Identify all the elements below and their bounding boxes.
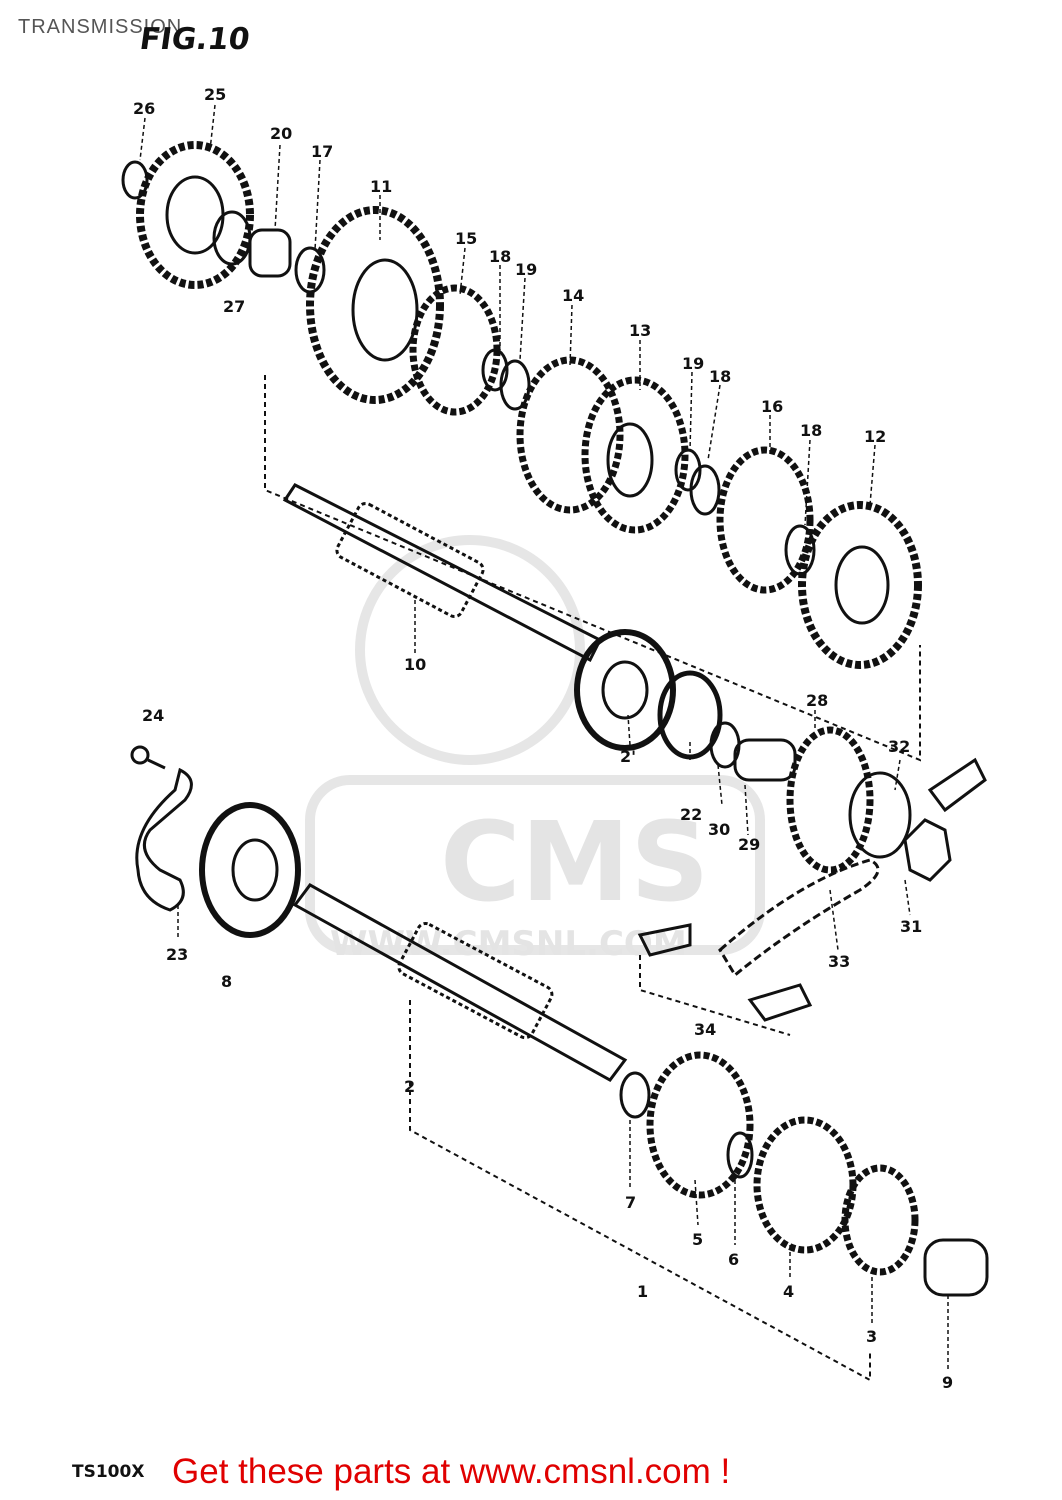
callout-14: 14	[562, 286, 584, 305]
gear-25	[136, 141, 254, 289]
watermark-brand: CMS	[440, 798, 709, 926]
callout-18-b: 18	[709, 367, 731, 386]
callout-34: 34	[694, 1020, 716, 1039]
callout-12: 12	[864, 427, 886, 446]
gear-5	[646, 1051, 754, 1199]
callout-23: 23	[166, 945, 188, 964]
stopper-plate-23	[135, 767, 193, 912]
drive-shaft-2	[292, 883, 628, 1082]
callout-28: 28	[806, 691, 828, 710]
callout-9: 9	[942, 1373, 953, 1392]
gear-4	[753, 1116, 857, 1254]
callout-15: 15	[455, 229, 477, 248]
callout-7: 7	[625, 1193, 636, 1212]
circlip-19-a	[499, 359, 531, 411]
callout-17: 17	[311, 142, 333, 161]
gear-16	[716, 446, 814, 594]
gear-15	[409, 284, 501, 416]
callout-32: 32	[888, 737, 910, 756]
gear-11	[306, 206, 444, 404]
sprocket-28	[786, 726, 874, 874]
washer-32	[848, 771, 912, 859]
circlip-19-b	[674, 448, 702, 492]
callout-5: 5	[692, 1230, 703, 1249]
nut-31	[903, 818, 952, 882]
callout-3: 3	[866, 1327, 877, 1346]
group-bracket-upper	[264, 375, 921, 762]
page-title: TRANSMISSION	[18, 16, 183, 38]
cta-link[interactable]: Get these parts at www.cmsnl.com !	[172, 1452, 731, 1491]
callout-11: 11	[370, 177, 392, 196]
callout-29: 29	[738, 835, 760, 854]
washer-6	[726, 1131, 754, 1179]
watermark-url: WWW.CMSNL.COM	[330, 924, 687, 964]
callout-24: 24	[142, 706, 164, 725]
callout-4: 4	[783, 1282, 794, 1301]
callout-18-a: 18	[489, 247, 511, 266]
callout-25: 25	[204, 85, 226, 104]
callout-19-b: 19	[682, 354, 704, 373]
callout-1: 1	[637, 1282, 648, 1301]
circlip-26	[121, 160, 149, 200]
group-bracket-lower	[409, 1000, 871, 1382]
bearing-20	[248, 228, 292, 278]
bearing-8	[199, 802, 301, 938]
callout-21: 2'	[620, 747, 636, 766]
cms-watermark: CMS WWW.CMSNL.COM	[305, 535, 765, 964]
gear-12	[798, 501, 922, 669]
washer-18-a	[481, 348, 509, 392]
callout-20: 20	[270, 124, 292, 143]
bearing-9	[923, 1238, 989, 1297]
model-code: TS100X	[72, 1462, 145, 1482]
spacer-29	[733, 738, 797, 782]
callout-6: 6	[728, 1250, 739, 1269]
callout-18-c: 18	[800, 421, 822, 440]
circlip-7	[619, 1071, 651, 1119]
bearing-21	[574, 629, 676, 751]
drive-chain-33	[718, 858, 880, 978]
callout-8: 8	[221, 972, 232, 991]
chain-joint-34	[637, 923, 692, 957]
lock-tab-32	[927, 757, 987, 813]
callout-30: 30	[708, 820, 730, 839]
callout-16: 16	[761, 397, 783, 416]
washer-18-b	[689, 464, 721, 516]
bolt-24	[130, 745, 150, 765]
gear-13	[581, 376, 689, 534]
gear-14	[516, 356, 624, 514]
callout-2: 2	[404, 1077, 415, 1096]
callout-31: 31	[900, 917, 922, 936]
callout-22: 22	[680, 805, 702, 824]
callout-19-a: 19	[515, 260, 537, 279]
gear-3	[841, 1164, 919, 1276]
callout-26: 26	[133, 99, 155, 118]
callout-33: 33	[828, 952, 850, 971]
callout-13: 13	[629, 321, 651, 340]
callout-10: 10	[404, 655, 426, 674]
callout-27: 27	[223, 297, 245, 316]
